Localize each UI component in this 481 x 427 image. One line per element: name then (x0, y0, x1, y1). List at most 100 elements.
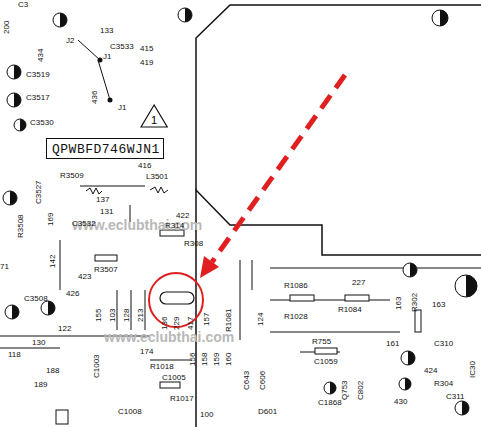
shield-outline (196, 5, 481, 190)
part-label: R3509 (60, 171, 84, 180)
part-label: C3532 (72, 219, 96, 228)
trace (0, 348, 60, 349)
part-label: R1017 (170, 394, 194, 403)
part-label: 128 (122, 309, 131, 322)
resistor-symbol (290, 295, 314, 301)
part-label: 137 (96, 195, 109, 204)
part-label: 133 (100, 26, 113, 35)
part-label: 157 (202, 313, 211, 326)
part-label: 188 (46, 366, 59, 375)
part-label: L3501 (146, 172, 168, 181)
part-label: 142 (48, 255, 57, 268)
part-label: R1028 (284, 312, 308, 321)
part-label: 229 (172, 317, 181, 330)
part-label: R755 (312, 337, 331, 346)
part-label: 174 (140, 347, 153, 356)
part-label: 103 (108, 309, 117, 322)
part-label: C1059 (314, 357, 338, 366)
part-label: 100 (200, 410, 213, 419)
part-label: C1008 (118, 407, 142, 416)
part-label: C310 (434, 339, 453, 348)
part-label: Q753 (340, 380, 349, 400)
part-label: C3533 (110, 42, 134, 51)
part-label: 422 (176, 211, 189, 220)
connector-pad (56, 410, 68, 424)
solder-jumper (160, 292, 194, 304)
part-label: 124 (256, 313, 265, 326)
part-label: C3 (18, 0, 28, 9)
part-label: 417 (186, 317, 195, 330)
capacitors (3, 8, 477, 424)
part-label: R1084 (338, 305, 362, 314)
trace (252, 260, 253, 290)
trace (270, 268, 481, 269)
resistor-symbol (160, 382, 180, 388)
part-label: C3530 (30, 118, 54, 127)
part-label: 156 (188, 353, 197, 366)
jumper-pad (108, 98, 113, 103)
part-label: 131 (100, 207, 113, 216)
part-label: C643 (242, 371, 251, 390)
part-label: C3527 (34, 180, 43, 204)
part-label: C311 (446, 392, 465, 401)
trace (270, 332, 400, 333)
part-number: QPWBFD746WJN1 (52, 142, 158, 157)
part-label: 169 (46, 213, 55, 226)
jumper-pad (98, 58, 103, 63)
part-label: 419 (140, 58, 153, 67)
revision-number: 1 (140, 104, 168, 126)
part-label: 118 (8, 350, 21, 359)
pointer-arrowhead (200, 256, 219, 278)
part-label: 159 (212, 353, 221, 366)
part-label: C606 (258, 371, 267, 390)
resistor-symbol (95, 255, 117, 261)
part-label: 158 (200, 353, 209, 366)
part-number-box: QPWBFD746WJN1 (46, 138, 164, 159)
jumper-wire (98, 60, 110, 100)
part-label: J2 (66, 36, 74, 45)
part-label: 200 (2, 21, 11, 34)
part-label: J1 (103, 52, 111, 61)
resistor-symbol (86, 188, 102, 194)
part-label: C802 (356, 381, 365, 400)
part-label: 416 (138, 161, 151, 170)
part-label: 130 (32, 338, 45, 347)
trace (270, 300, 390, 301)
part-label: 227 (352, 278, 365, 287)
resistor-symbol (315, 348, 337, 354)
part-label: C3508 (24, 294, 48, 303)
part-label: C1003 (92, 354, 101, 378)
part-label: D601 (258, 407, 277, 416)
part-label: 71 (0, 262, 9, 271)
part-label: C1005 (162, 373, 186, 382)
part-label: R1081 (224, 308, 233, 332)
resistor-symbol (345, 295, 369, 301)
part-label: 136 (160, 317, 169, 330)
part-label: R1086 (284, 281, 308, 290)
part-label: R3507 (94, 265, 118, 274)
part-label: IC30 (468, 361, 477, 378)
resistor-symbol (415, 310, 421, 332)
part-label: 163 (432, 300, 445, 309)
part-label: 163 (394, 297, 403, 310)
part-label: 122 (58, 324, 71, 333)
part-label: 213 (136, 309, 145, 322)
part-label: R302 (410, 293, 419, 312)
part-label: C3519 (26, 70, 50, 79)
trace (60, 240, 61, 290)
part-label: 436 (90, 91, 99, 104)
part-label: 161 (386, 339, 399, 348)
part-label: 415 (140, 44, 153, 53)
part-label: R3508 (16, 214, 25, 238)
jumper-wire (78, 40, 100, 60)
inductor-symbol (150, 187, 168, 193)
part-label: 189 (34, 380, 47, 389)
trace (80, 186, 145, 187)
trace (150, 360, 190, 361)
part-label: C1868 (318, 398, 342, 407)
part-label: R304 (434, 379, 453, 388)
part-label: 155 (94, 309, 103, 322)
part-label: C3517 (26, 93, 50, 102)
